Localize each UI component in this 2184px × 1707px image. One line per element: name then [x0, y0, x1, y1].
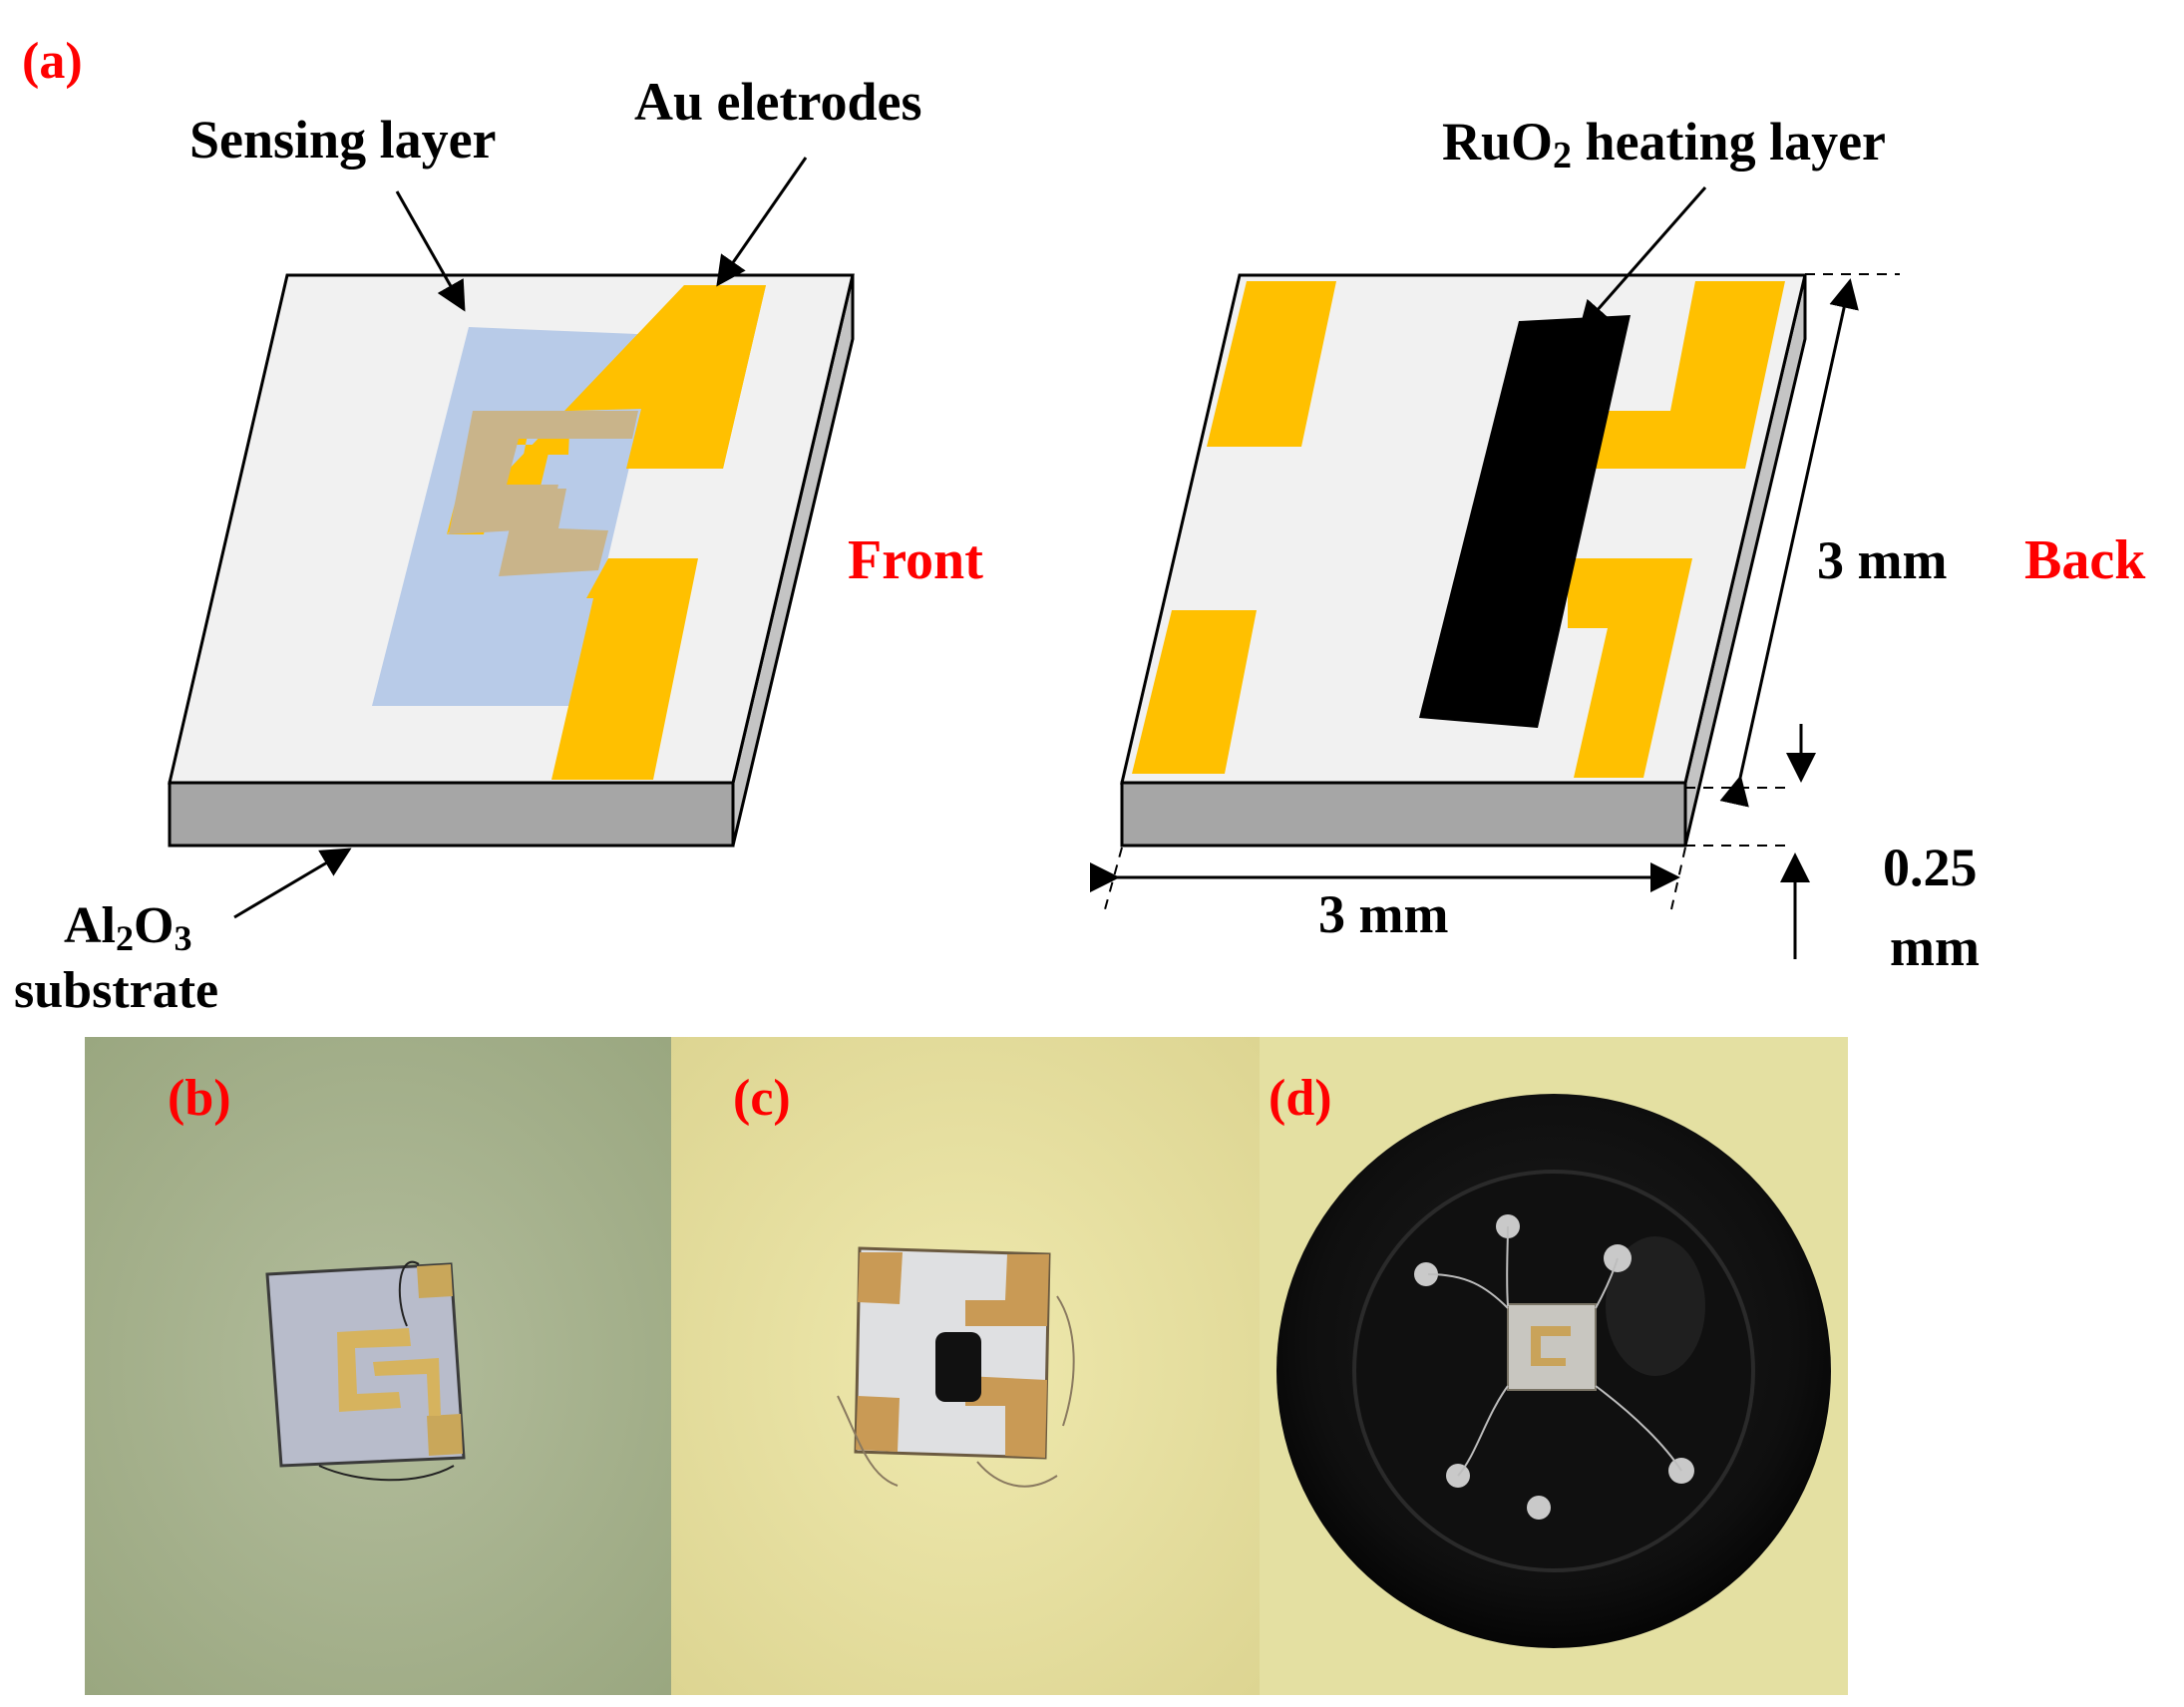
front-chip	[168, 273, 855, 848]
heating-layer-arrow	[1579, 186, 1707, 332]
photo-c-wires	[837, 1295, 1075, 1488]
photo-d-pin-5	[1527, 1496, 1551, 1520]
photo-b-pad-bottom	[427, 1414, 463, 1456]
substrate-label-line2: substrate	[14, 962, 218, 1019]
heating-layer-label: RuO2 heating layer	[1442, 112, 1886, 176]
substrate-label-o: O	[134, 897, 174, 954]
photo-c-pad-br	[965, 1376, 1047, 1458]
back-chip	[1120, 273, 1807, 848]
photo-d	[1260, 1037, 1848, 1695]
panel-label-a: (a)	[22, 33, 83, 90]
photo-c-pad-tl	[858, 1252, 903, 1304]
front-lower-electrode	[551, 558, 698, 780]
dim-thickness-label-2: mm	[1890, 917, 1980, 977]
sensing-layer-arrow	[395, 190, 466, 312]
panel-label-c: (c)	[733, 1070, 791, 1127]
photo-d-pin-3	[1414, 1262, 1438, 1286]
photo-b-wire	[318, 1260, 455, 1482]
dim-thickness-label-1: 0.25	[1883, 838, 1978, 897]
photo-c-heater	[935, 1332, 981, 1402]
substrate-label-sub2: 3	[174, 918, 191, 958]
sensing-layer-label: Sensing layer	[189, 110, 497, 170]
back-substrate-side	[1120, 781, 1687, 848]
front-substrate-side	[168, 781, 735, 848]
dim-width-label: 3 mm	[1318, 884, 1448, 944]
front-side-label: Front	[848, 529, 983, 591]
ruo2-heater	[1419, 315, 1631, 728]
front-upper-electrode-pad	[626, 285, 766, 469]
substrate-label-sub1: 2	[116, 918, 134, 958]
photo-c-pad-bl	[856, 1396, 900, 1452]
photo-d-chip-electrodes	[1531, 1326, 1571, 1366]
photo-b-electrode-pattern	[337, 1328, 441, 1416]
back-right-lower-pad	[1568, 558, 1692, 778]
panel-label-b: (b)	[168, 1070, 231, 1127]
dim-length-label: 3 mm	[1817, 530, 1947, 590]
photo-b-chip	[265, 1262, 466, 1468]
photo-b-pad-top	[417, 1264, 453, 1298]
photo-d-wires	[1427, 1225, 1682, 1477]
back-side-label: Back	[2024, 529, 2146, 591]
back-left-upper-pad	[1207, 281, 1336, 447]
back-left-lower-pad	[1132, 610, 1257, 774]
heating-layer-rest: heating layer	[1572, 112, 1886, 171]
heating-layer-sub: 2	[1553, 135, 1572, 176]
photo-b	[85, 1037, 671, 1695]
heating-layer-ruo: RuO	[1442, 112, 1553, 171]
photo-c	[671, 1037, 1260, 1695]
panel-label-d: (d)	[1269, 1070, 1332, 1127]
dim-diagonal-arrow	[1719, 278, 1859, 808]
au-electrodes-arrow	[716, 157, 808, 287]
photo-c-pad-tr	[965, 1254, 1049, 1326]
front-interdigitated-electrodes	[449, 411, 638, 576]
substrate-arrow	[233, 848, 352, 919]
photo-d-chip	[1507, 1303, 1597, 1391]
substrate-label-line1: Al2O3	[64, 897, 191, 958]
photo-d-glare	[1606, 1236, 1705, 1376]
substrate-label-al: Al	[64, 897, 116, 954]
au-electrodes-label: Au eletrodes	[634, 72, 921, 132]
